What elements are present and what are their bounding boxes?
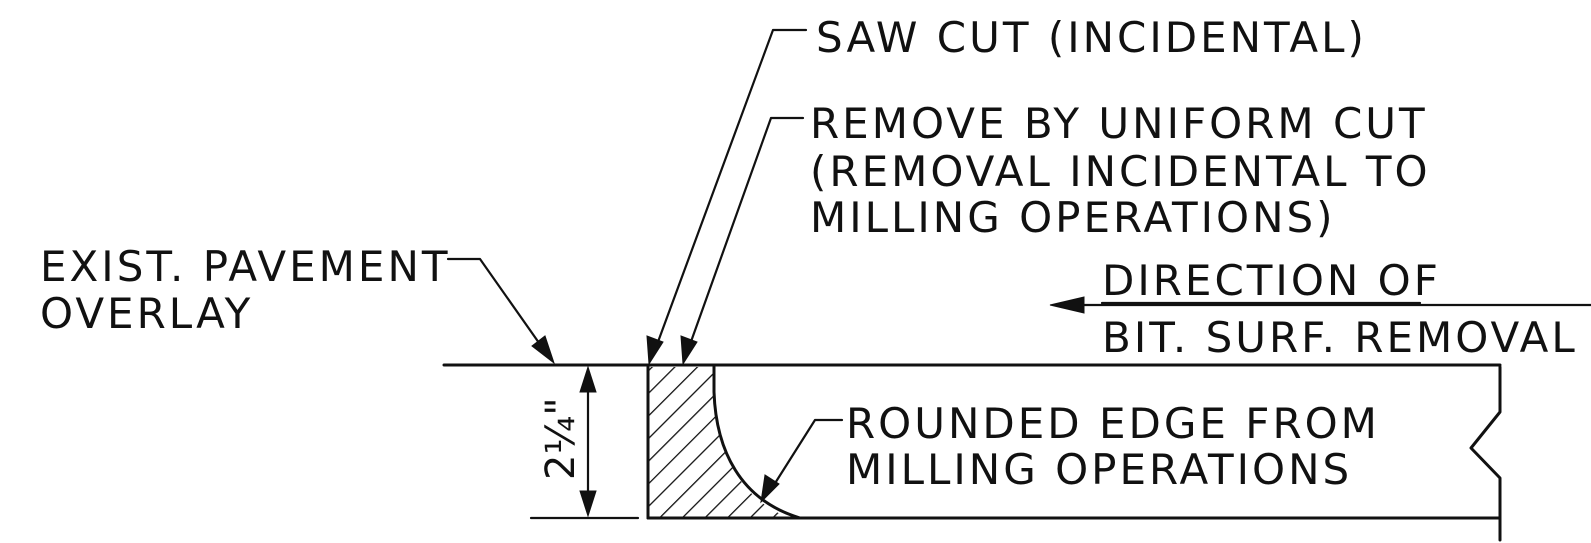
removal-area-hatch [648,367,790,518]
uniform-cut-leader [686,116,805,352]
dimension-arrow-top [579,365,597,393]
removal-area-outline [646,365,802,520]
direction-label-line2: BIT. SURF. REMOVAL [1102,313,1578,362]
exist-pavement-leader [446,257,546,352]
uniform-cut-label-line2: (REMOVAL INCIDENTAL TO [810,147,1431,196]
rounded-edge-label-line2: MILLING OPERATIONS [846,445,1352,494]
rounded-edge-arrow [760,474,780,504]
exist-pavement-label-line1: EXIST. PAVEMENT [40,242,451,291]
exist-pavement-arrow [531,335,555,365]
rounded-edge-leader [770,418,844,490]
dimension-thickness-text: 2¼" [538,397,584,480]
break-line [1469,365,1502,542]
exist-pavement-label-line2: OVERLAY [40,289,253,338]
uniform-cut-label-line3: MILLING OPERATIONS) [810,193,1336,242]
saw-cut-arrow [646,335,664,366]
uniform-cut-label-line1: REMOVE BY UNIFORM CUT [810,99,1428,148]
direction-label-line1: DIRECTION OF [1102,256,1441,305]
rounded-edge-label-line1: ROUNDED EDGE FROM [846,399,1380,448]
direction-arrow-head [1049,296,1085,314]
dimension-arrow-bottom [579,490,597,518]
uniform-cut-arrow [680,335,698,366]
saw-cut-leader [653,28,808,352]
saw-cut-label: SAW CUT (INCIDENTAL) [816,13,1367,62]
